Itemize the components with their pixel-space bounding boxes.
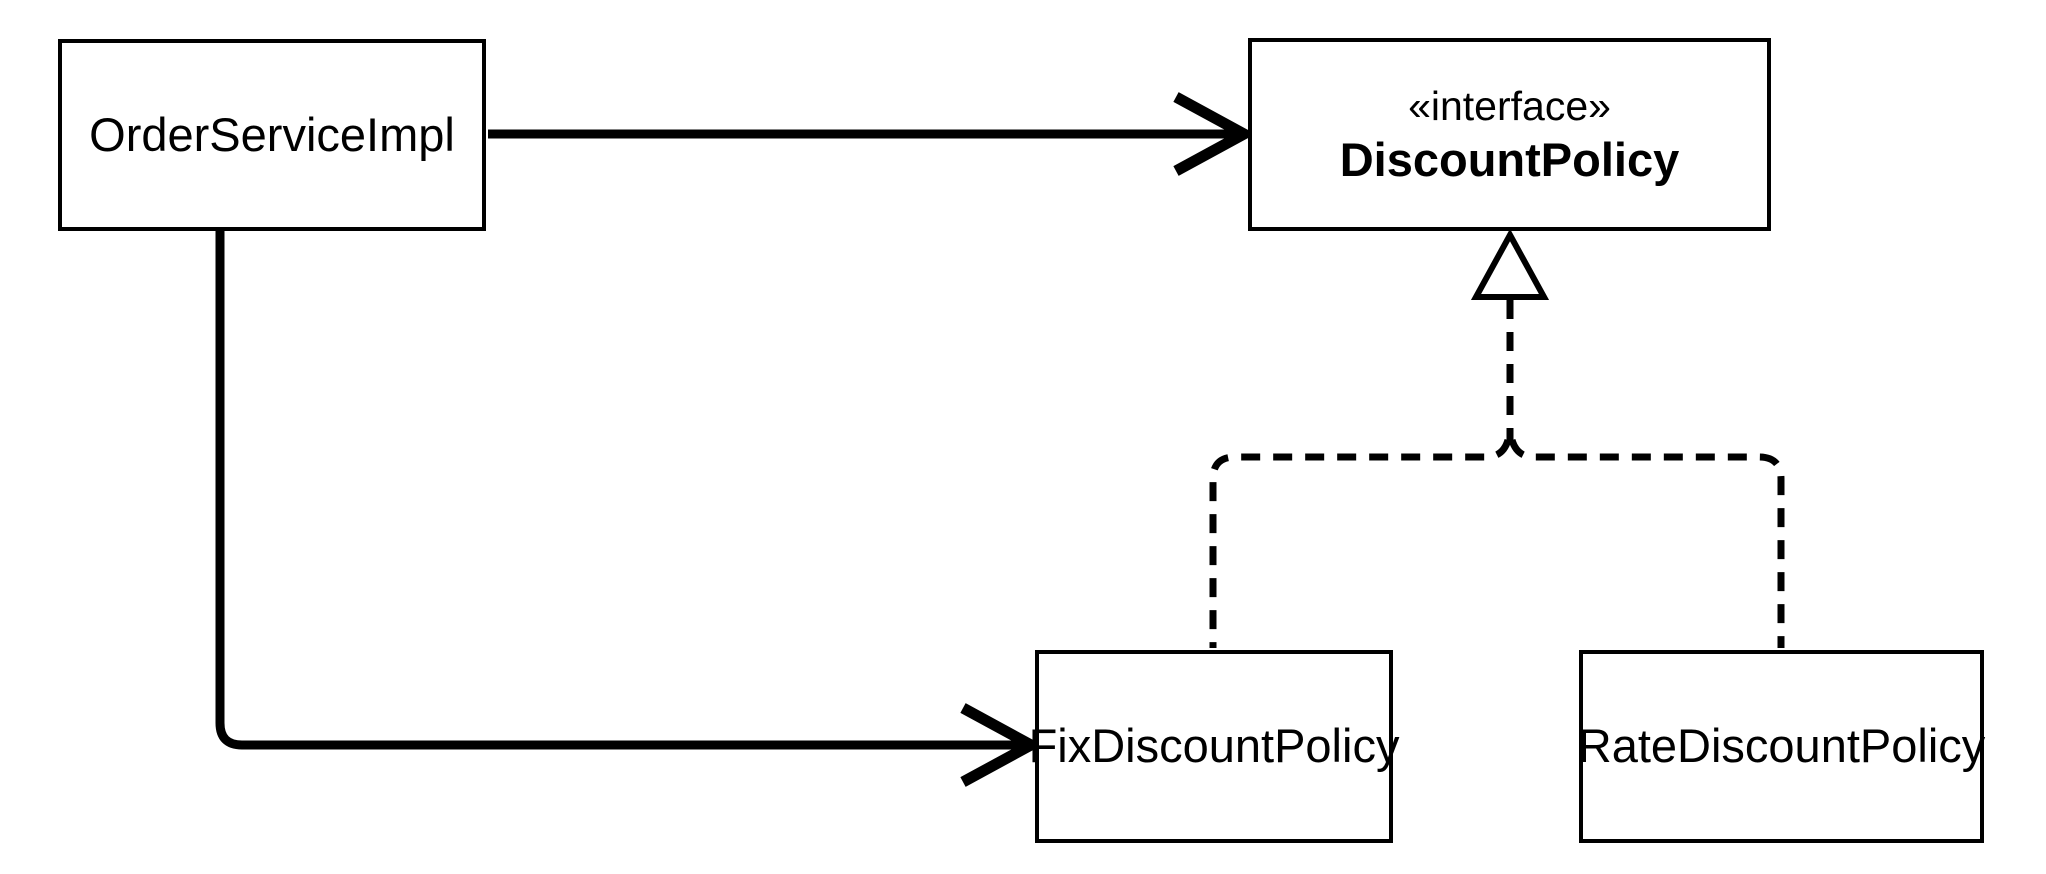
class-box-order-service-impl: OrderServiceImpl	[58, 39, 486, 231]
class-name-label: OrderServiceImpl	[89, 107, 455, 161]
dependency-arrow-orderservice-to-discountpolicy	[488, 92, 1256, 176]
realization-branch-ratediscountpolicy	[1508, 438, 1785, 648]
open-arrowhead-icon	[1173, 92, 1256, 176]
open-arrowhead-icon	[960, 703, 1043, 787]
interface-name-label: DiscountPolicy	[1339, 132, 1680, 186]
class-name-label: FixDiscountPolicy	[1028, 719, 1400, 773]
realization-branch-fixdiscountpolicy	[1209, 438, 1512, 648]
class-box-rate-discount-policy: RateDiscountPolicy	[1577, 650, 1986, 843]
dependency-arrow-orderservice-to-fixdiscountpolicy	[215, 231, 1043, 787]
class-box-fix-discount-policy: FixDiscountPolicy	[1029, 650, 1399, 843]
interface-stereotype-label: «interface»	[1408, 82, 1611, 129]
realization-connector	[1209, 228, 1785, 648]
class-name-label: RateDiscountPolicy	[1577, 719, 1986, 773]
hollow-triangle-arrowhead-icon	[1470, 228, 1550, 300]
interface-box-discount-policy: «interface» DiscountPolicy	[1248, 38, 1771, 231]
